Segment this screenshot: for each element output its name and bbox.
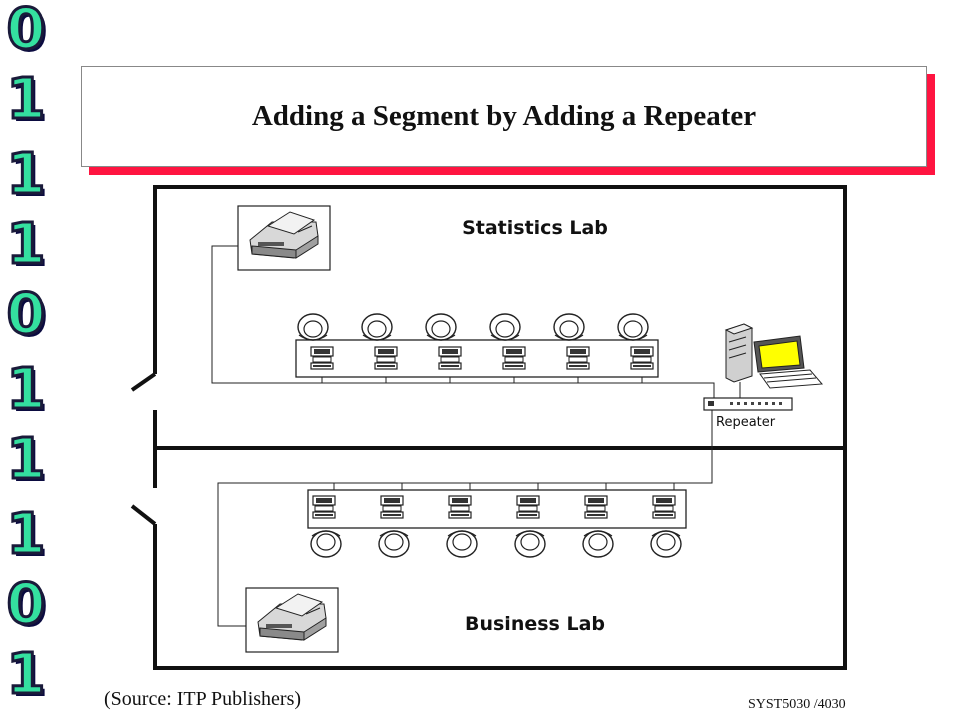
chair-icon xyxy=(446,530,478,558)
binary-digit-strip: 0 1 1 1 0 1 1 1 0 1 xyxy=(0,0,60,720)
workstation-icon xyxy=(630,346,654,370)
binary-digit: 1 xyxy=(5,67,47,132)
binary-digit: 1 xyxy=(5,357,47,422)
printer-icon xyxy=(245,587,339,653)
repeater-icon xyxy=(703,397,793,411)
server-computer-icon xyxy=(724,323,824,398)
lab-table-top xyxy=(295,339,659,378)
title-box: Adding a Segment by Adding a Repeater xyxy=(81,66,927,167)
page-title: Adding a Segment by Adding a Repeater xyxy=(251,100,757,132)
workstation-icon xyxy=(310,346,334,370)
binary-digit: 1 xyxy=(5,427,47,492)
chair-row-top xyxy=(297,313,649,341)
binary-digit: 0 xyxy=(5,0,47,62)
workstation-icon xyxy=(380,495,404,519)
statistics-lab-label: Statistics Lab xyxy=(462,217,608,239)
repeater-label: Repeater xyxy=(716,415,776,430)
workstation-icon xyxy=(438,346,462,370)
lab-table-bottom xyxy=(307,489,687,529)
chair-icon xyxy=(425,313,457,341)
binary-digit: 1 xyxy=(5,502,47,567)
workstation-icon xyxy=(516,495,540,519)
chair-row-bottom xyxy=(310,530,682,558)
binary-digit: 0 xyxy=(5,572,47,637)
course-code: SYST5030 /4030 xyxy=(748,697,846,712)
chair-icon xyxy=(310,530,342,558)
workstation-icon xyxy=(584,495,608,519)
workstation-icon xyxy=(566,346,590,370)
chair-icon xyxy=(514,530,546,558)
workstation-icon xyxy=(502,346,526,370)
chair-icon xyxy=(361,313,393,341)
chair-icon xyxy=(489,313,521,341)
chair-icon xyxy=(650,530,682,558)
room-walls xyxy=(130,185,847,670)
workstation-icon xyxy=(652,495,676,519)
binary-digit: 1 xyxy=(5,212,47,277)
chair-icon xyxy=(553,313,585,341)
binary-digit: 0 xyxy=(5,282,47,347)
chair-icon xyxy=(378,530,410,558)
chair-icon xyxy=(297,313,329,341)
binary-digit: 1 xyxy=(5,642,47,707)
chair-icon xyxy=(582,530,614,558)
source-credit: (Source: ITP Publishers) xyxy=(104,688,302,710)
printer-icon xyxy=(237,205,331,271)
binary-digit: 1 xyxy=(5,142,47,207)
business-lab-label: Business Lab xyxy=(465,613,605,635)
chair-icon xyxy=(617,313,649,341)
workstation-icon xyxy=(312,495,336,519)
workstation-icon xyxy=(448,495,472,519)
workstation-icon xyxy=(374,346,398,370)
